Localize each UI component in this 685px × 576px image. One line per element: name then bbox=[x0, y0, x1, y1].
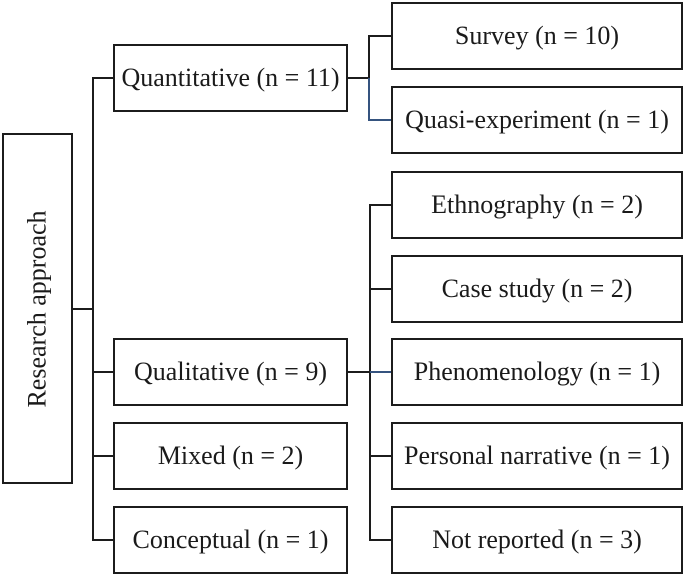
node-personal-narrative-label: Personal narrative (n = 1) bbox=[404, 441, 670, 470]
node-ethnography: Ethnography (n = 2) bbox=[391, 171, 683, 239]
node-phenomenology: Phenomenology (n = 1) bbox=[391, 338, 683, 406]
node-mixed-label: Mixed (n = 2) bbox=[157, 441, 304, 470]
node-quasi-experiment-label: Quasi-experiment (n = 1) bbox=[405, 105, 669, 134]
node-not-reported: Not reported (n = 3) bbox=[391, 506, 683, 574]
node-quantitative: Quantitative (n = 11) bbox=[113, 44, 348, 112]
node-not-reported-label: Not reported (n = 3) bbox=[432, 525, 642, 554]
node-quasi-experiment: Quasi-experiment (n = 1) bbox=[391, 86, 683, 154]
node-mixed: Mixed (n = 2) bbox=[113, 422, 348, 490]
node-qualitative: Qualitative (n = 9) bbox=[113, 338, 348, 406]
node-personal-narrative: Personal narrative (n = 1) bbox=[391, 422, 683, 490]
node-phenomenology-label: Phenomenology (n = 1) bbox=[413, 357, 661, 386]
node-research-approach-label: Research approach bbox=[22, 209, 52, 408]
node-conceptual: Conceptual (n = 1) bbox=[113, 506, 348, 574]
node-research-approach: Research approach bbox=[2, 133, 73, 484]
node-survey: Survey (n = 10) bbox=[391, 2, 683, 70]
node-qualitative-label: Qualitative (n = 9) bbox=[134, 357, 327, 386]
node-quantitative-label: Quantitative (n = 11) bbox=[121, 63, 340, 92]
node-case-study: Case study (n = 2) bbox=[391, 255, 683, 323]
node-case-study-label: Case study (n = 2) bbox=[441, 274, 633, 303]
node-ethnography-label: Ethnography (n = 2) bbox=[431, 190, 643, 219]
node-survey-label: Survey (n = 10) bbox=[454, 21, 620, 50]
node-conceptual-label: Conceptual (n = 1) bbox=[132, 525, 329, 554]
